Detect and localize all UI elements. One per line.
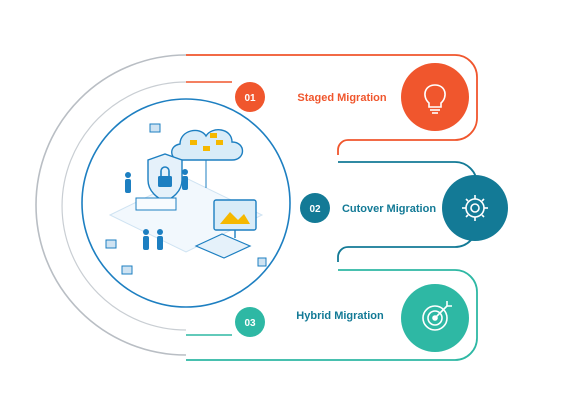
gear-icon: [462, 195, 488, 221]
step-2-label: Cutover Migration: [342, 203, 436, 215]
shield-lock-icon: [135, 153, 183, 211]
step-2-number-badge: [300, 193, 330, 223]
inner-gray-arc: [61, 81, 187, 331]
step-2-number: 02: [309, 204, 321, 215]
monitor-icon: [213, 199, 257, 238]
step-3-label: Hybrid Migration: [296, 310, 384, 322]
step-1: 01 Staged Migration: [235, 63, 469, 131]
connector-orange: [186, 54, 478, 155]
lightbulb-icon: [424, 84, 446, 114]
people-icon: [125, 169, 188, 250]
outer-gray-arc: [35, 54, 187, 356]
isometric-illustration: [105, 123, 267, 275]
target-icon: [422, 301, 452, 331]
step-3: 03 Hybrid Migration: [235, 284, 469, 352]
step-3-number-badge: [235, 307, 265, 337]
step-1-number: 01: [244, 93, 256, 104]
step-2: 02 Cutover Migration: [300, 175, 508, 241]
step-3-number: 03: [244, 318, 256, 329]
laptop-icon: [194, 233, 252, 259]
step-2-icon-circle: [442, 175, 508, 241]
step-1-number-badge: [235, 82, 265, 112]
cloud-icon: [171, 129, 244, 188]
connector-teal-light: [186, 269, 478, 361]
step-1-icon-circle: [401, 63, 469, 131]
step-1-label: Staged Migration: [297, 92, 387, 104]
